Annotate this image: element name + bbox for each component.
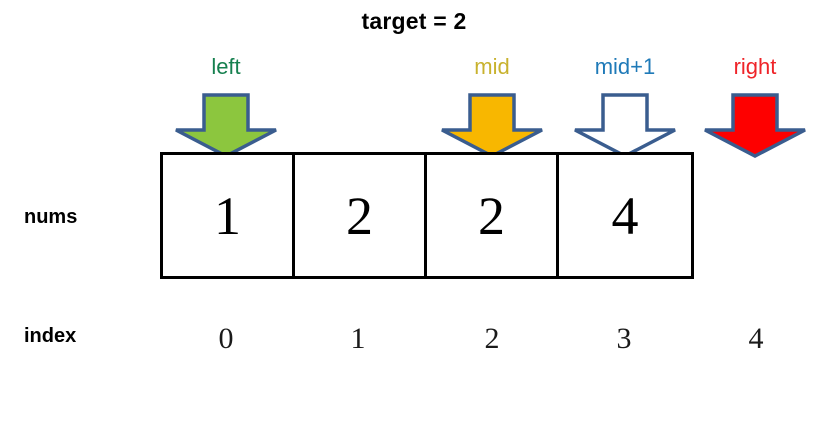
pointer-label-left: left [211,54,241,79]
array-cell-value: 2 [346,185,373,246]
index-value: 4 [748,322,764,355]
row-label-nums: nums [24,206,78,228]
page-title: target = 2 [361,8,467,34]
index-value: 0 [218,322,234,355]
pointer-arrow-mid-plus-1-icon [570,92,680,158]
pointer-arrow-left-icon [171,92,281,158]
row-label-index: index [24,325,77,347]
pointer-label-mid-plus-1: mid+1 [594,54,656,79]
index-value: 3 [616,322,632,355]
array-container: 1 2 2 4 [160,152,694,279]
index-value: 1 [350,322,366,355]
pointer-label-mid: mid [474,54,510,79]
index-value: 2 [484,322,500,355]
array-cell: 1 [163,155,295,276]
pointer-arrow-mid-icon [437,92,547,158]
array-cell-value: 1 [214,185,241,246]
array-cell: 4 [559,155,691,276]
array-cell-value: 4 [611,185,639,246]
array-cell: 2 [427,155,559,276]
array-cell-value: 2 [478,185,505,246]
pointer-label-right: right [733,54,777,79]
pointer-arrow-right-icon [700,92,810,158]
array-cell: 2 [295,155,427,276]
